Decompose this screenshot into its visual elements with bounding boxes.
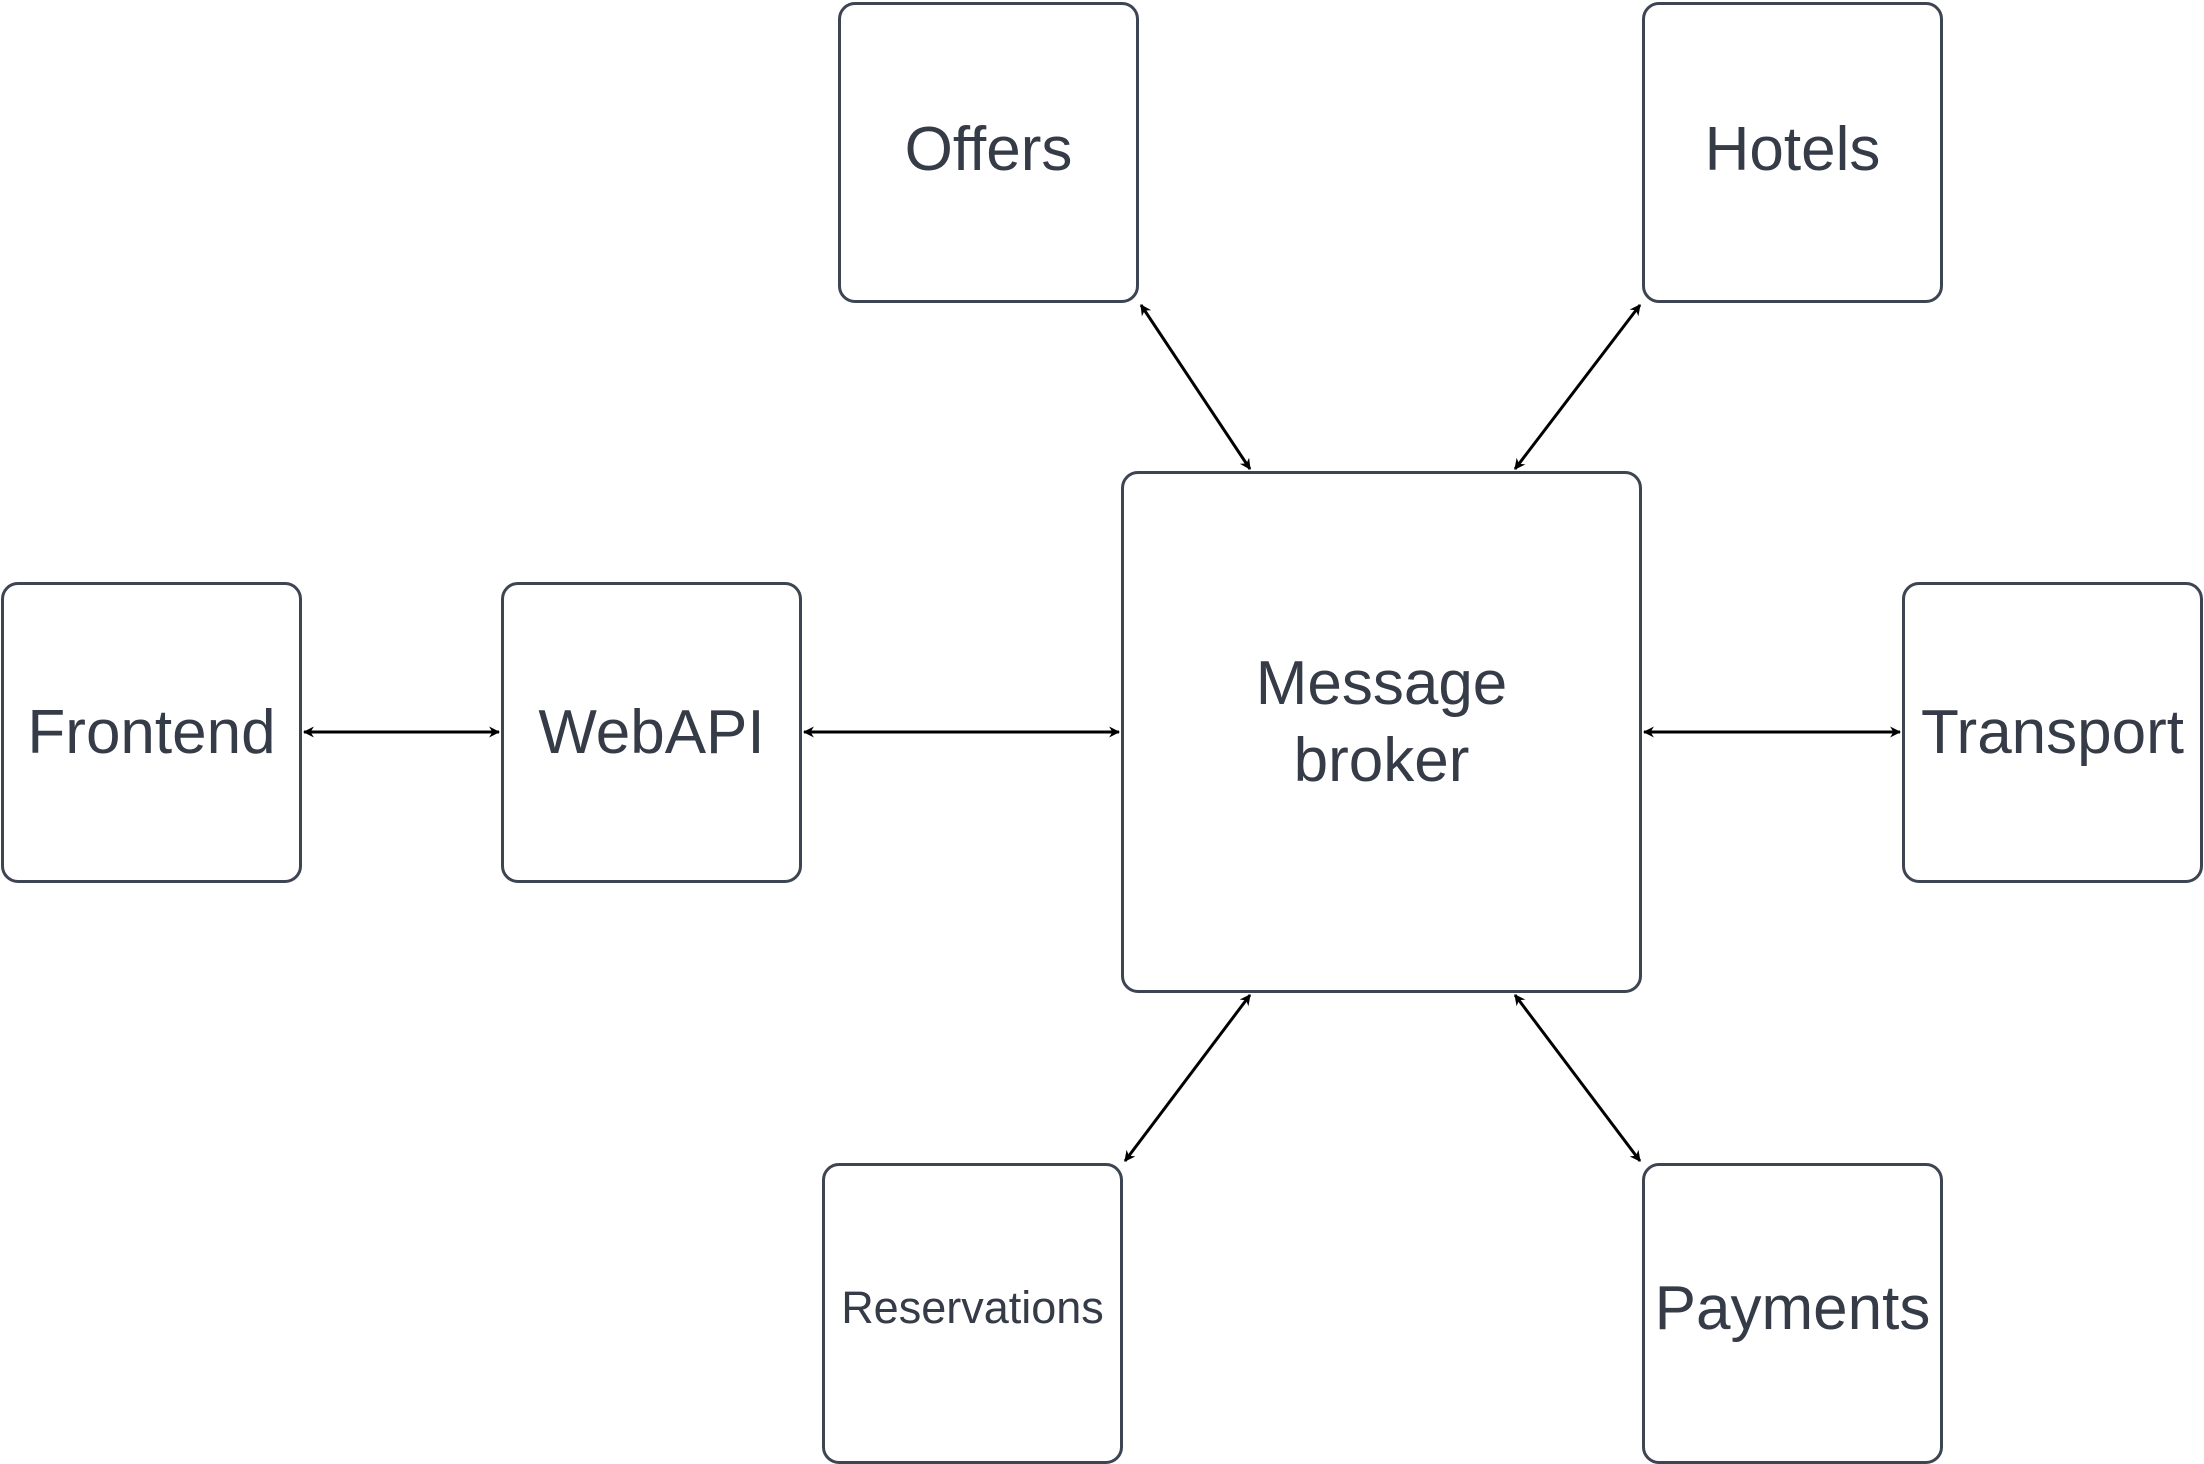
- offers-node[interactable]: Offers: [838, 2, 1139, 303]
- broker-hotels-arrow: [1513, 304, 1642, 470]
- frontend-node[interactable]: Frontend: [1, 582, 302, 883]
- hotels-label: Hotels: [1704, 114, 1881, 184]
- hotels-node[interactable]: Hotels: [1642, 2, 1943, 303]
- payments-label: Payments: [1654, 1273, 1931, 1343]
- reservations-label: Reservations: [841, 1282, 1104, 1334]
- broker-reservations-arrow: [1123, 994, 1252, 1162]
- transport-label: Transport: [1920, 697, 2184, 767]
- reservations-node[interactable]: Reservations: [822, 1163, 1123, 1464]
- transport-node[interactable]: Transport: [1902, 582, 2203, 883]
- broker-payments-arrow: [1513, 994, 1642, 1162]
- webapi-label: WebAPI: [538, 697, 765, 767]
- payments-node[interactable]: Payments: [1642, 1163, 1943, 1464]
- webapi-node[interactable]: WebAPI: [501, 582, 802, 883]
- message-broker-node[interactable]: Message broker: [1121, 471, 1642, 993]
- frontend-label: Frontend: [27, 697, 276, 767]
- message-broker-label: Message broker: [1255, 648, 1508, 796]
- offers-label: Offers: [904, 114, 1073, 184]
- broker-offers-arrow: [1139, 304, 1252, 470]
